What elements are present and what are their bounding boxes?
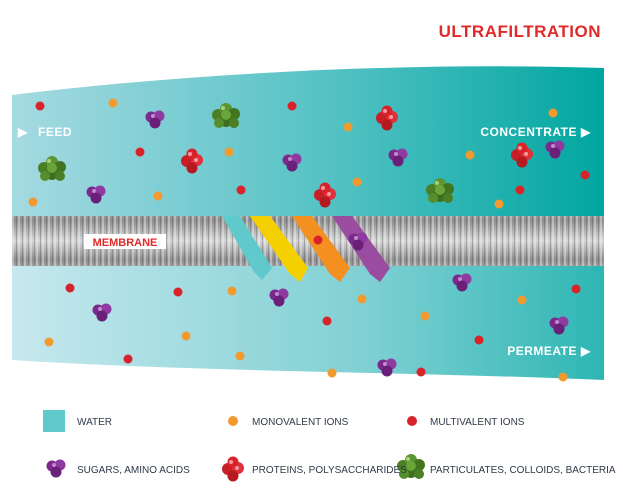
permeate-arrow-icon: ▶ <box>580 344 591 358</box>
monovalent-ion <box>153 191 163 201</box>
monovalent-legend-icon <box>228 416 238 426</box>
page-title: ULTRAFILTRATION <box>438 22 601 41</box>
monovalent-ion <box>352 177 362 187</box>
monovalent-ion <box>28 197 38 207</box>
multivalent-ion <box>135 147 145 157</box>
multivalent-legend-icon <box>407 416 417 426</box>
feed-channel <box>12 66 604 217</box>
multivalent-ion <box>322 316 332 326</box>
multivalent-ion <box>571 284 581 294</box>
multivalent-passage-arrow <box>292 216 350 282</box>
monovalent-ion <box>420 311 430 321</box>
multivalent-ion <box>287 101 297 111</box>
multivalent-ion <box>173 287 183 297</box>
legend-label-particulates: PARTICULATES, COLLOIDS, BACTERIA <box>430 465 616 476</box>
monovalent-ion <box>343 122 353 132</box>
monovalent-ion <box>517 295 527 305</box>
water-passage-arrow <box>222 216 272 280</box>
monovalent-ion <box>558 372 568 382</box>
monovalent-ion <box>465 150 475 160</box>
permeate-channel <box>12 266 604 380</box>
multivalent-ion <box>416 367 426 377</box>
feed-label: FEED <box>38 125 72 139</box>
monovalent-ion <box>224 147 234 157</box>
multivalent-ion <box>580 170 590 180</box>
feed-arrow-icon: ▶ <box>17 125 28 139</box>
monovalent-ion <box>227 286 237 296</box>
multivalent-ion <box>236 185 246 195</box>
multivalent-ion <box>515 185 525 195</box>
concentrate-arrow-icon: ▶ <box>580 125 591 139</box>
legend-label-multivalent: MULTIVALENT IONS <box>430 417 525 428</box>
monovalent-ion <box>108 98 118 108</box>
feed-particles <box>28 98 590 251</box>
sugar-legend-icon <box>46 459 66 478</box>
multivalent-ion <box>35 101 45 111</box>
membrane-label: MEMBRANE <box>93 237 158 249</box>
multivalent-ion <box>123 354 133 364</box>
monovalent-passage-arrow <box>250 216 308 282</box>
monovalent-ion <box>181 331 191 341</box>
legend-label-sugars: SUGARS, AMINO ACIDS <box>77 465 190 476</box>
concentrate-label: CONCENTRATE <box>480 125 577 139</box>
multivalent-ion <box>313 235 323 245</box>
monovalent-ion <box>357 294 367 304</box>
monovalent-ion <box>44 337 54 347</box>
monovalent-ion <box>235 351 245 361</box>
permeate-particles <box>44 273 581 382</box>
legend-label-water: WATER <box>77 417 112 428</box>
monovalent-ion <box>548 108 558 118</box>
monovalent-ion <box>327 368 337 378</box>
multivalent-ion <box>474 335 484 345</box>
protein-legend-icon <box>222 456 244 482</box>
legend-label-proteins: PROTEINS, POLYSACCHARIDES <box>252 465 407 476</box>
legend-label-monovalent: MONOVALENT IONS <box>252 417 349 428</box>
monovalent-ion <box>494 199 504 209</box>
sugar-molecule <box>377 358 397 377</box>
water-legend-icon <box>43 410 65 432</box>
permeate-label: PERMEATE <box>507 344 577 358</box>
multivalent-ion <box>65 283 75 293</box>
membrane-label-box <box>84 234 166 249</box>
